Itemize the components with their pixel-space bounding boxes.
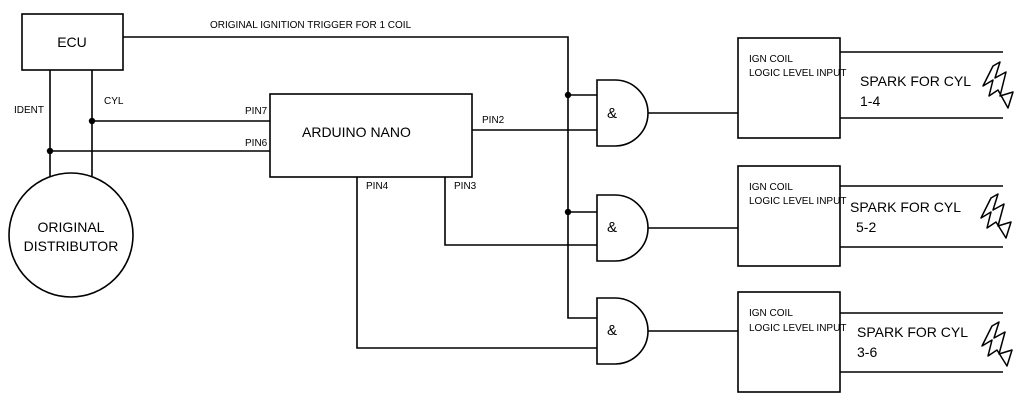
ign-coil-1-label-line1: IGN COIL xyxy=(749,54,793,65)
junction-dot xyxy=(46,147,54,155)
ign-coil-3-box xyxy=(737,291,841,393)
ign-coil-2-label-line2: LOGIC LEVEL INPUT xyxy=(749,196,846,207)
ign-coil-2-box xyxy=(737,165,841,267)
distributor-label-line1: ORIGINAL xyxy=(38,219,105,235)
pin3-label: PIN3 xyxy=(454,181,477,192)
junction-dot xyxy=(564,208,572,216)
ecu-label: ECU xyxy=(57,34,87,50)
pin7-label: PIN7 xyxy=(245,106,268,117)
ign-coil-1-label-line2: LOGIC LEVEL INPUT xyxy=(749,68,846,79)
ign-coil-3-label-line2: LOGIC LEVEL INPUT xyxy=(749,323,846,334)
and-gate-3-symbol: & xyxy=(607,322,617,339)
spark-3-line1: SPARK FOR CYL xyxy=(857,324,968,340)
ign-coil-1-box xyxy=(737,37,841,139)
and-gate-2-symbol: & xyxy=(607,219,617,236)
spark-1-line1: SPARK FOR CYL xyxy=(860,73,971,89)
junction-dot xyxy=(564,91,572,99)
pin3-wire xyxy=(444,177,597,246)
and-gate-1 xyxy=(596,79,649,147)
cyl-label: CYL xyxy=(104,96,124,107)
spark-2-line1: SPARK FOR CYL xyxy=(850,199,961,215)
arduino-label: ARDUINO NANO xyxy=(302,124,411,140)
arduino-nano-box xyxy=(269,93,473,178)
pin6-label: PIN6 xyxy=(245,138,268,149)
spark-3-line2: 3-6 xyxy=(857,344,877,360)
ecu-box xyxy=(21,13,124,71)
trigger-wire xyxy=(123,36,597,319)
pin4-wire xyxy=(356,177,597,349)
spark-2-line2: 5-2 xyxy=(856,219,876,235)
distributor-circle xyxy=(8,172,134,298)
ident-label: IDENT xyxy=(14,105,44,116)
lightning-bolt-icon xyxy=(982,61,1014,109)
ign-coil-2-label-line1: IGN COIL xyxy=(749,182,793,193)
trigger-label: ORIGINAL IGNITION TRIGGER FOR 1 COIL xyxy=(210,20,412,31)
junction-dot xyxy=(88,117,96,125)
lightning-bolt-icon xyxy=(980,193,1012,239)
pin2-label: PIN2 xyxy=(482,115,505,126)
pin4-label: PIN4 xyxy=(366,181,389,192)
and-gate-2 xyxy=(596,194,649,262)
spark-1-line2: 1-4 xyxy=(860,93,880,109)
ign-coil-3-label-line1: IGN COIL xyxy=(749,308,793,319)
distributor-label-line2: DISTRIBUTOR xyxy=(24,238,119,254)
and-gate-3 xyxy=(596,297,649,365)
lightning-bolt-icon xyxy=(981,321,1013,367)
and-gate-1-symbol: & xyxy=(607,105,617,122)
